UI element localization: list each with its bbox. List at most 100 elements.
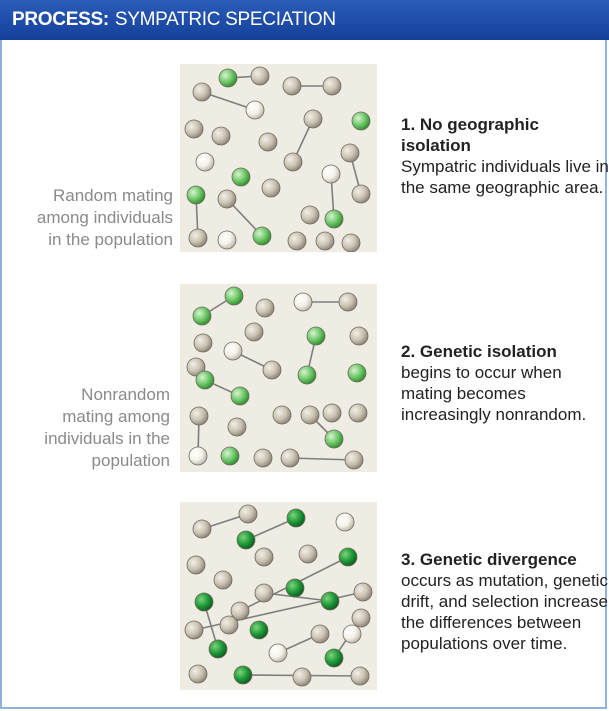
individual-sphere bbox=[353, 582, 373, 602]
population-panel-3 bbox=[180, 502, 377, 690]
individual-sphere bbox=[236, 530, 256, 550]
step-2-title: 2. Genetic isolation bbox=[401, 342, 557, 361]
individual-sphere bbox=[349, 326, 369, 346]
step-1-title: 1. No geographic isolation bbox=[401, 115, 539, 155]
individual-sphere bbox=[250, 66, 270, 86]
individual-sphere bbox=[320, 591, 340, 611]
individual-sphere bbox=[335, 512, 355, 532]
left-label-2: Nonrandom mating among individuals in th… bbox=[5, 384, 170, 472]
individual-sphere bbox=[184, 119, 204, 139]
individual-sphere bbox=[338, 292, 358, 312]
population-diagram-2 bbox=[186, 286, 369, 470]
step-1-body: Sympatric individuals live in the same g… bbox=[401, 157, 609, 197]
individual-sphere bbox=[194, 592, 214, 612]
left-label-1-line-1: Random mating bbox=[52, 186, 173, 205]
individual-sphere bbox=[340, 143, 360, 163]
population-diagram-3 bbox=[184, 504, 373, 687]
individual-sphere bbox=[192, 306, 212, 326]
individual-sphere bbox=[286, 508, 306, 528]
process-title: SYMPATRIC SPECIATION bbox=[114, 9, 336, 30]
individual-sphere bbox=[188, 446, 208, 466]
individual-sphere bbox=[238, 504, 258, 524]
individual-sphere bbox=[348, 403, 368, 423]
left-label-1: Random mating among individuals in the p… bbox=[8, 185, 173, 251]
individual-sphere bbox=[341, 233, 361, 252]
individual-sphere bbox=[297, 365, 317, 385]
individual-sphere bbox=[195, 152, 215, 172]
step-3-body: occurs as mutation, genetic drift, and s… bbox=[401, 571, 608, 653]
process-lead: PROCESS: bbox=[12, 9, 109, 30]
individual-sphere bbox=[324, 209, 344, 229]
individual-sphere bbox=[192, 519, 212, 539]
step-3-title: 3. Genetic divergence bbox=[401, 550, 577, 569]
individual-sphere bbox=[282, 76, 302, 96]
individual-sphere bbox=[227, 417, 247, 437]
population-diagram-1 bbox=[184, 66, 371, 252]
individual-sphere bbox=[224, 286, 244, 306]
population-panel-1 bbox=[180, 64, 377, 252]
individual-sphere bbox=[321, 164, 341, 184]
step-2-body: begins to occur when mating becomes incr… bbox=[401, 363, 587, 424]
individual-sphere bbox=[344, 450, 364, 470]
individual-sphere bbox=[220, 446, 240, 466]
individual-sphere bbox=[233, 665, 253, 685]
individual-sphere bbox=[211, 126, 231, 146]
individual-sphere bbox=[223, 341, 243, 361]
individual-sphere bbox=[208, 639, 228, 659]
individual-sphere bbox=[230, 601, 250, 621]
individual-sphere bbox=[244, 322, 264, 342]
individual-sphere bbox=[253, 448, 273, 468]
individual-sphere bbox=[219, 615, 239, 635]
individual-sphere bbox=[322, 403, 342, 423]
individual-sphere bbox=[186, 555, 206, 575]
individual-sphere bbox=[258, 132, 278, 152]
individual-sphere bbox=[213, 570, 233, 590]
individual-sphere bbox=[306, 326, 326, 346]
individual-sphere bbox=[310, 624, 330, 644]
individual-sphere bbox=[285, 578, 305, 598]
individual-sphere bbox=[293, 292, 313, 312]
individual-sphere bbox=[249, 620, 269, 640]
individual-sphere bbox=[230, 386, 250, 406]
individual-sphere bbox=[350, 666, 370, 686]
individual-sphere bbox=[245, 100, 265, 120]
left-label-2-line-4: population bbox=[91, 451, 170, 470]
diagram-frame bbox=[0, 40, 607, 709]
individual-sphere bbox=[193, 333, 213, 353]
individual-sphere bbox=[298, 544, 318, 564]
individual-sphere bbox=[351, 111, 371, 131]
individual-sphere bbox=[252, 226, 272, 246]
individual-sphere bbox=[315, 231, 335, 251]
individual-sphere bbox=[280, 448, 300, 468]
step-2-text: 2. Genetic isolation begins to occur whe… bbox=[401, 341, 609, 425]
individual-sphere bbox=[186, 185, 206, 205]
individual-sphere bbox=[268, 643, 288, 663]
individual-sphere bbox=[272, 405, 292, 425]
individual-sphere bbox=[262, 360, 282, 380]
individual-sphere bbox=[351, 184, 371, 204]
individual-sphere bbox=[283, 152, 303, 172]
step-1-text: 1. No geographic isolation Sympatric ind… bbox=[401, 114, 609, 198]
individual-sphere bbox=[324, 429, 344, 449]
individual-sphere bbox=[324, 648, 344, 668]
step-3-text: 3. Genetic divergence occurs as mutation… bbox=[401, 549, 609, 654]
left-label-2-line-2: mating among bbox=[62, 407, 170, 426]
left-label-2-line-3: individuals in the bbox=[44, 429, 170, 448]
individual-sphere bbox=[347, 363, 367, 383]
individual-sphere bbox=[184, 620, 204, 640]
individual-sphere bbox=[287, 231, 307, 251]
individual-sphere bbox=[351, 608, 371, 628]
individual-sphere bbox=[261, 178, 281, 198]
individual-sphere bbox=[255, 298, 275, 318]
individual-sphere bbox=[303, 109, 323, 129]
individual-sphere bbox=[254, 583, 274, 603]
left-label-2-line-1: Nonrandom bbox=[81, 385, 170, 404]
individual-sphere bbox=[189, 406, 209, 426]
individual-sphere bbox=[300, 205, 320, 225]
individual-sphere bbox=[300, 405, 320, 425]
mating-link bbox=[289, 457, 355, 461]
individual-sphere bbox=[217, 189, 237, 209]
individual-sphere bbox=[322, 76, 342, 96]
individual-sphere bbox=[186, 357, 206, 377]
individual-sphere bbox=[218, 68, 238, 88]
